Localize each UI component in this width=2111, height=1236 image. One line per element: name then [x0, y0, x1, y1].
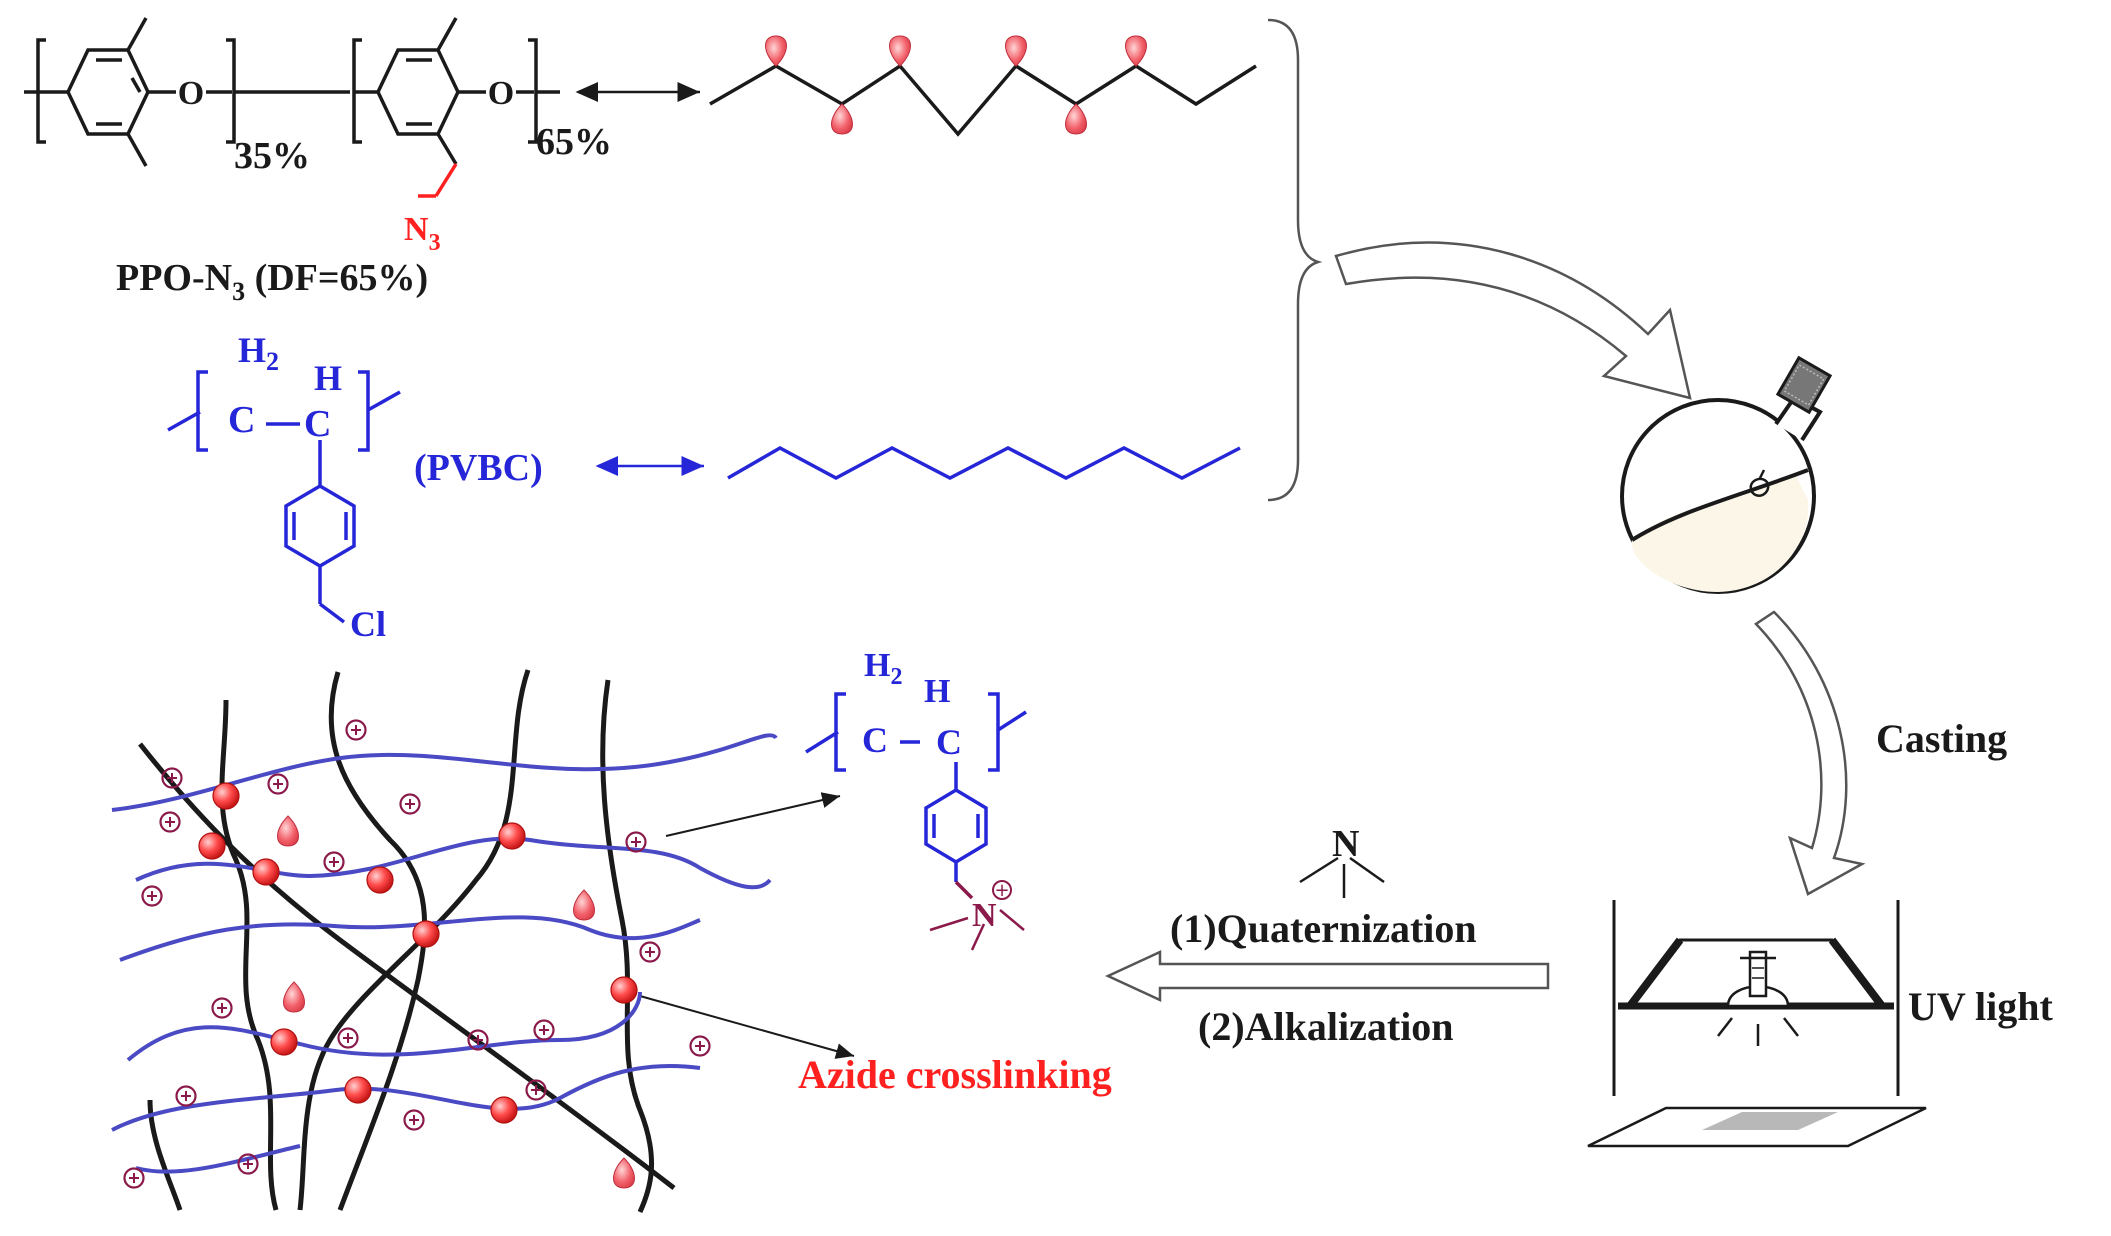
brace-icon [1267, 18, 1323, 502]
crosslinked-network [111, 669, 778, 1214]
qa-carbon-1: C [862, 720, 888, 760]
quaternary-ammonium-methyls [929, 909, 1025, 951]
quaternized-pvbc-structure [805, 692, 1027, 900]
trimethylamine-structure [1299, 856, 1385, 898]
round-bottom-flask-icon [1620, 355, 1833, 594]
azide-crosslinking-label: Azide crosslinking [798, 1052, 1112, 1097]
casting-arrow-icon [1754, 610, 1866, 896]
uv-light-label: UV light [1908, 984, 2054, 1029]
qa-charge: + [994, 880, 1009, 901]
qa-nitrogen: N [972, 897, 997, 934]
qa-h: H [924, 673, 950, 710]
quaternization-label: (1)Quaternization [1170, 906, 1477, 951]
amine-nitrogen: N [1332, 823, 1359, 865]
pointer-to-crosslink [639, 995, 855, 1059]
ppo-caption: PPO-N3 (DF=65%) [116, 257, 428, 306]
pvbc-carbon-2: C [304, 403, 331, 445]
pvbc-chlorine: Cl [350, 604, 386, 644]
ppo-n3-structure [24, 17, 560, 198]
pointer-to-qa-unit [665, 792, 841, 837]
casting-label: Casting [1876, 716, 2007, 761]
qa-h2: H2 [864, 647, 902, 690]
flow-arrow-icon [1334, 241, 1692, 400]
quaternization-arrow-icon [1105, 950, 1550, 1002]
pvbc-structure [167, 370, 401, 624]
ppo-oxygen-left: O [178, 75, 204, 112]
pvbc-carbon-1: C [228, 399, 255, 441]
ppo-azide-n: N3 [404, 211, 441, 256]
ppo-oxygen-right: O [488, 75, 514, 112]
ppo-fraction-35: 35% [234, 135, 310, 177]
pvbc-h: H [314, 358, 342, 398]
pvbc-h2: H2 [238, 330, 279, 376]
alkalization-label: (2)Alkalization [1198, 1004, 1454, 1049]
qa-carbon-2: C [936, 722, 962, 762]
uv-lamp-icon [1717, 950, 1799, 1046]
membrane-sheet-icon [1587, 1106, 1927, 1148]
qa-charge-icon: + [992, 880, 1012, 901]
ppo-fraction-65: 65% [536, 121, 612, 163]
pvbc-label: (PVBC) [414, 447, 543, 489]
pvbc-chain-schematic [727, 445, 1241, 480]
ppo-chain-schematic [709, 35, 1257, 137]
